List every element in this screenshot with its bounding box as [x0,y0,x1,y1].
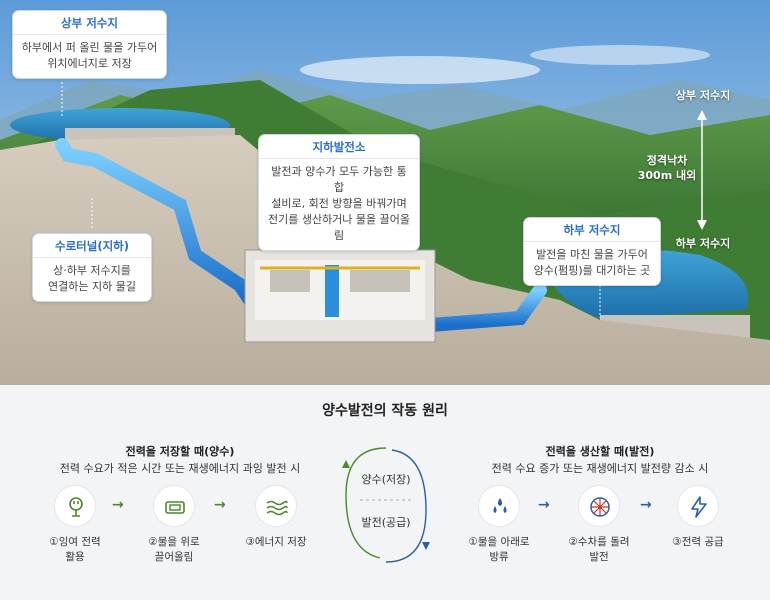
water-drops-icon [493,498,507,513]
callout-lower-reservoir: 하부 저수지 발전을 마친 물을 가두어 양수(펌핑)를 대기하는 곳 [523,217,661,286]
principle-title: 양수발전의 작동 원리 [322,403,448,419]
callout-title: 상부 저수지 [13,11,166,35]
lightning-icon [691,496,707,518]
tag-lower-reservoir: 하부 저수지 [675,237,731,250]
generation-title: 전력을 생산할 때(발전) [545,445,655,458]
step-circle [677,485,719,527]
arrow-right-icon: → [214,497,226,513]
callout-title: 수로터널(지하) [33,234,151,258]
callout-desc: 발전을 마친 물을 가두어 양수(펌핑)를 대기하는 곳 [533,248,651,277]
principle-panel [0,385,770,600]
turbine-icon [590,497,610,517]
storage-subtitle: 전력 수요가 적은 시간 또는 재생에너지 과잉 발전 시 [59,462,301,475]
cycle-label-pumping: 양수(저장) [361,473,411,486]
storage-step-1: ①잉여 전력 활용 [49,536,101,563]
step-circle [153,485,195,527]
step-circle [578,485,620,527]
generation-step-1: ①물을 아래로 방류 [468,536,530,563]
illustration-scene: 상부 저수지 하부에서 퍼 올린 물을 가두어 위치에너지로 저장 지하발전소 … [0,0,770,385]
callout-upper-reservoir: 상부 저수지 하부에서 퍼 올린 물을 가두어 위치에너지로 저장 [12,10,167,79]
callout-underground-plant: 지하발전소 발전과 양수가 모두 가능한 통합 설비로, 회전 방향을 바꿔가며… [258,134,420,251]
step-circle [478,485,520,527]
water-waves-icon [266,500,288,516]
pump-motor-icon [165,501,185,514]
callout-title: 하부 저수지 [524,218,660,242]
generation-subtitle: 전력 수요 증가 또는 재생에너지 발전량 감소 시 [491,462,709,475]
storage-step-3: ③에너지 저장 [245,536,307,548]
storage-step-2: ②물을 위로 끌어올림 [148,536,200,563]
callout-desc: 하부에서 퍼 올린 물을 가두어 위치에너지로 저장 [21,41,158,70]
callout-tunnel: 수로터널(지하) 상·하부 저수지를 연결하는 지하 물길 [32,233,152,302]
step-circle [54,485,96,527]
storage-title: 전력을 저장할 때(양수) [125,445,235,458]
generation-step-3: ③전력 공급 [672,536,724,548]
arrow-right-icon: → [112,497,124,513]
callout-desc: 상·하부 저수지를 연결하는 지하 물길 [48,264,136,293]
cycle-label-generation: 발전(공급) [361,516,411,529]
arrow-right-icon: → [640,497,652,513]
callout-title: 지하발전소 [259,135,419,159]
arrow-right-icon: → [538,497,550,513]
cycle-diagram [342,447,430,563]
tag-upper-reservoir: 상부 저수지 [675,89,731,102]
generation-step-2: ②수차를 돌려 발전 [568,536,630,563]
step-circle [255,485,297,527]
callout-desc: 발전과 양수가 모두 가능한 통합 설비로, 회전 방향을 바꿔가며 전기를 생… [267,165,411,242]
landscape-illustration [0,0,770,385]
power-plug-icon [69,497,83,517]
tag-rated-head: 정격낙차 300m 내외 [637,154,697,182]
